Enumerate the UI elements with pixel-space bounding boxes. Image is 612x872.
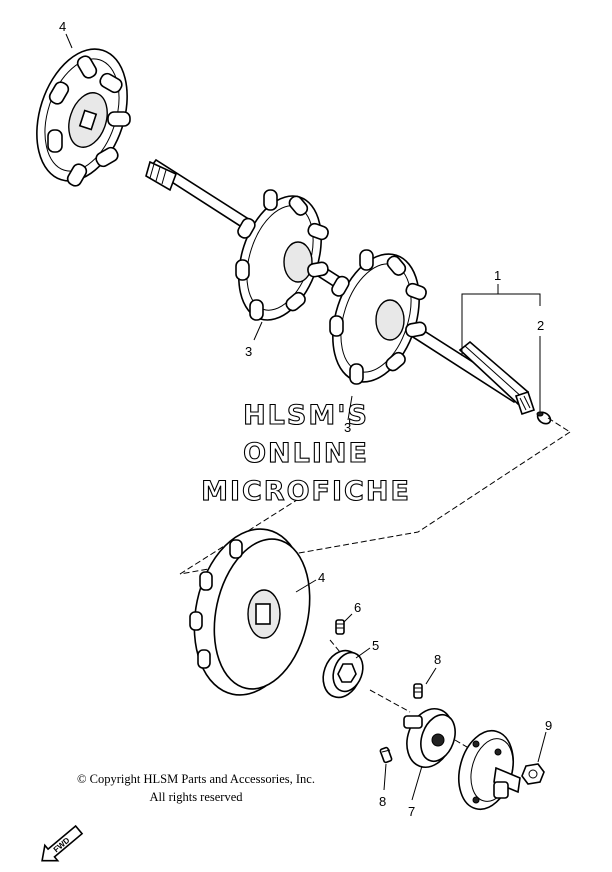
callout-1: 1 (494, 268, 501, 283)
sprocket-top-left (36, 48, 131, 187)
callout-8-top: 8 (434, 652, 441, 667)
shaft-end-plug (536, 411, 552, 425)
set-screw-8-top (413, 683, 423, 699)
idler-wheel (189, 528, 311, 696)
copyright-line-1: © Copyright HLSM Parts and Accessories, … (77, 772, 315, 786)
nut-9 (521, 763, 545, 785)
callout-ticks (65, 33, 547, 801)
watermark-line-3: MICROFICHE (201, 476, 411, 507)
hub-flange (458, 729, 521, 811)
sprocket-center-right (329, 249, 427, 385)
callout-6: 6 (354, 600, 361, 615)
set-screw-6 (335, 619, 345, 635)
fwd-arrow-icon: FWD (41, 824, 84, 862)
watermark-line-2: ONLINE (243, 438, 369, 469)
callout-7: 7 (408, 804, 415, 819)
callout-9: 9 (545, 718, 552, 733)
callout-3-left: 3 (245, 344, 252, 359)
callout-4-bottom: 4 (318, 570, 325, 585)
collar (322, 649, 364, 699)
set-screw-8-bottom (379, 746, 393, 764)
sprocket-center-left (235, 189, 329, 321)
copyright-line-2: All rights reserved (149, 790, 243, 804)
callout-5: 5 (372, 638, 379, 653)
callout-2: 2 (537, 318, 544, 333)
callout-8-bottom: 8 (379, 794, 386, 809)
watermark-line-1: HLSM'S (243, 400, 369, 431)
drive-shaft (145, 158, 536, 416)
callout-3-right: 3 (344, 420, 351, 435)
watermark: HLSM'S ONLINE MICROFICHE (201, 399, 411, 507)
callout-4-top: 4 (59, 19, 66, 34)
bearing (403, 708, 456, 768)
